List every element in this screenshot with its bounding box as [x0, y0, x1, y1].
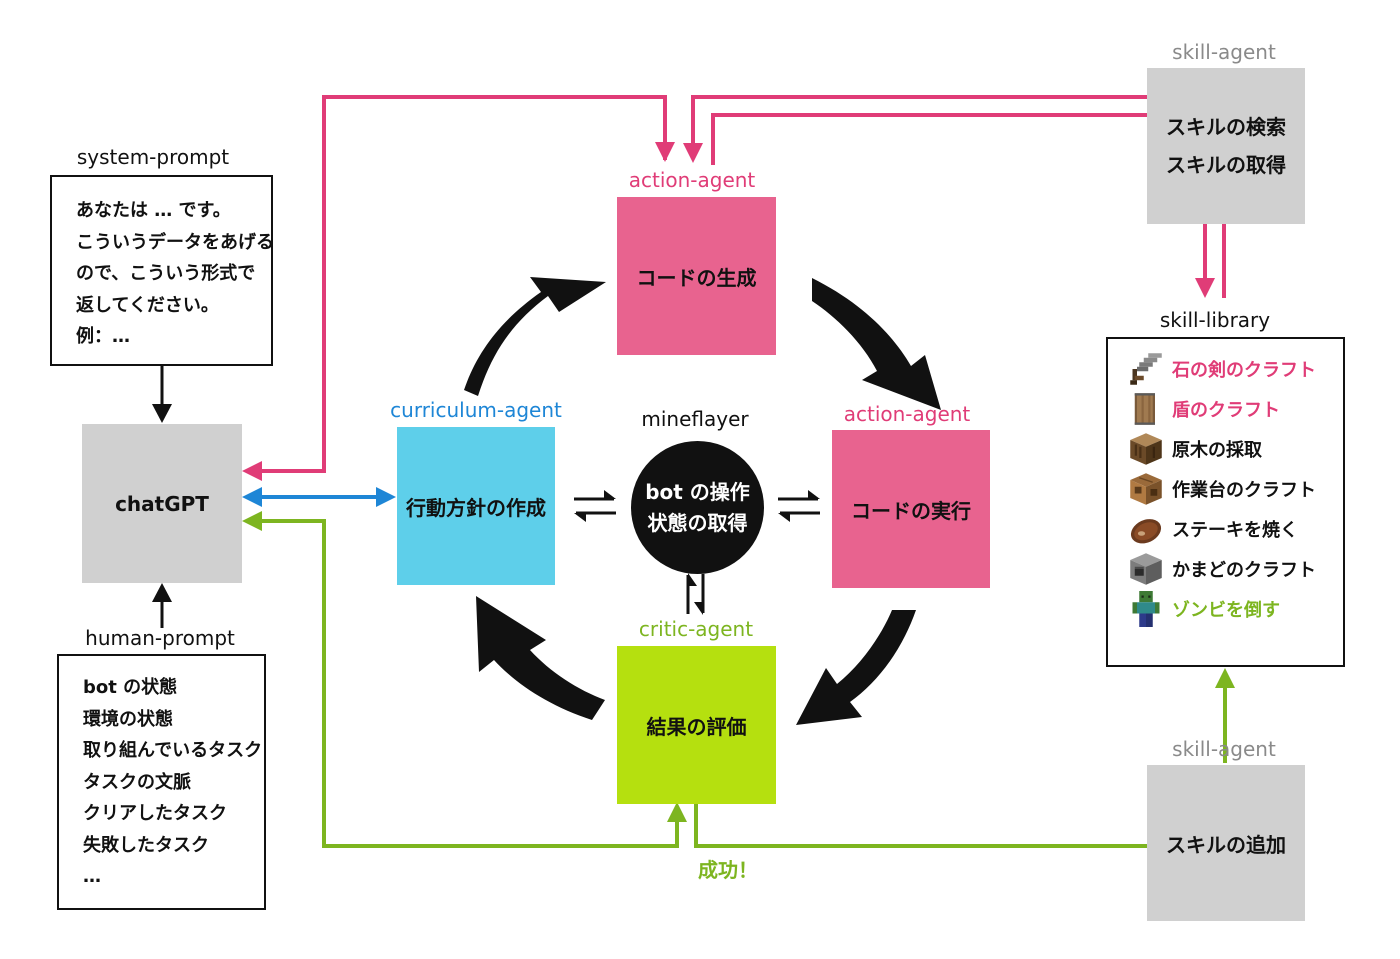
code-execution-text: コードの実行	[851, 498, 971, 523]
arrowhead-into-critic	[667, 802, 687, 822]
curriculum-text: 行動方針の作成	[406, 495, 546, 520]
arrowhead-into-chatgpt-from-human	[152, 583, 172, 602]
cycle-arrow-generate-to-execute	[812, 278, 941, 410]
skill-library-item-label: ステーキを焼く	[1172, 520, 1298, 541]
shield-icon	[1128, 391, 1164, 427]
chatgpt-box: chatGPT	[82, 424, 242, 583]
human-prompt-line: bot の状態	[83, 677, 178, 698]
arrowhead-into-skill-library-green	[1215, 668, 1235, 688]
skill-agent-top-label: skill-agent	[1172, 40, 1276, 64]
skill-library-item: 原木の採取	[1128, 429, 1343, 469]
arrowhead-blue-right	[376, 487, 396, 507]
system-prompt-line: 返してください。	[76, 294, 219, 316]
zombie-icon	[1128, 591, 1164, 627]
system-prompt-box: あなたは … です。 こういうデータをあげる ので、こういう形式で 返してくださ…	[50, 175, 274, 366]
evaluation-box: 結果の評価	[617, 646, 776, 804]
skill-library-item: かまどのクラフト	[1128, 549, 1343, 589]
system-prompt-line: あなたは … です。	[76, 200, 231, 221]
human-prompt-line: クリアしたタスク	[83, 803, 227, 824]
arrowhead-into-chatgpt-green	[242, 511, 262, 531]
pink-connector-chatgpt-action	[254, 95, 667, 473]
skill-agent-bottom-box: スキルの追加	[1147, 765, 1305, 921]
cycle-arrow-curriculum-to-generate	[464, 277, 606, 396]
skill-library-item: 盾のクラフト	[1128, 389, 1343, 429]
pink-connector-skill-to-action	[691, 95, 1147, 158]
skill-agent-top-box: スキルの検索 スキルの取得	[1147, 68, 1305, 224]
generate-agent-label: action-agent	[628, 168, 756, 192]
human-prompt-line: …	[83, 866, 101, 887]
arrowhead-into-chatgpt-from-system	[152, 404, 172, 423]
skill-library-item: 作業台のクラフト	[1128, 469, 1343, 509]
skill-library-item-label: 盾のクラフト	[1172, 400, 1280, 421]
mineflayer-label: mineflayer	[641, 407, 749, 431]
skill-library-item-label: 原木の採取	[1172, 440, 1262, 461]
system-prompt-line: ので、こういう形式で	[76, 263, 256, 284]
skill-agent-bottom-label: skill-agent	[1172, 737, 1276, 761]
chatgpt-label: chatGPT	[115, 491, 209, 516]
arrowhead-into-action-agent-2	[683, 143, 703, 163]
skill-library-item: ステーキを焼く	[1128, 509, 1343, 549]
crafting-table-icon	[1128, 471, 1164, 507]
skill-search-text: スキルの検索	[1166, 115, 1286, 139]
code-execution-box: コードの実行	[832, 430, 990, 588]
human-prompt-line: 環境の状態	[83, 708, 173, 730]
arrowhead-into-skill-library	[1195, 278, 1215, 298]
pink-connector-action-to-skill	[711, 113, 1147, 165]
arrowhead-into-action-agent-1	[655, 142, 675, 162]
system-prompt-line: こういうデータをあげる	[76, 231, 274, 253]
skill-retrieve-text: スキルの取得	[1166, 153, 1286, 177]
system-prompt-line: 例：…	[76, 326, 130, 347]
skill-library-item-label: ゾンビを倒す	[1172, 600, 1280, 621]
mineflayer-line1: bot の操作	[645, 479, 750, 504]
steak-icon	[1128, 511, 1164, 547]
log-icon	[1128, 431, 1164, 467]
execute-agent-label: action-agent	[843, 402, 971, 426]
skill-library-item-label: 作業台のクラフト	[1172, 480, 1316, 501]
green-connector-critic-to-chatgpt	[256, 519, 679, 848]
system-prompt-label: system-prompt	[76, 145, 230, 169]
skill-library-box: 石の剣のクラフト盾のクラフト原木の採取作業台のクラフトステーキを焼くかまどのクラ…	[1106, 337, 1345, 667]
skill-library-item: 石の剣のクラフト	[1128, 349, 1343, 389]
arrowhead-into-chatgpt-pink	[242, 461, 262, 481]
exchange-arrows-curriculum-center	[574, 490, 616, 522]
evaluation-text: 結果の評価	[646, 714, 747, 739]
human-prompt-line: 失敗したタスク	[83, 834, 209, 856]
green-connector-critic-to-skill-agent	[694, 803, 1147, 848]
human-prompt-label: human-prompt	[85, 626, 235, 650]
skill-library-item-label: かまどのクラフト	[1172, 560, 1316, 581]
code-generation-text: コードの生成	[636, 265, 757, 290]
curriculum-box: 行動方針の作成	[397, 427, 555, 585]
exchange-arrows-center-critic	[686, 573, 705, 615]
cycle-arrow-evaluate-to-curriculum	[476, 596, 605, 720]
skill-list: 石の剣のクラフト盾のクラフト原木の採取作業台のクラフトステーキを焼くかまどのクラ…	[1128, 349, 1343, 629]
skill-add-text: スキルの追加	[1166, 832, 1286, 857]
success-label: 成功！	[698, 858, 758, 882]
cycle-arrow-execute-to-evaluate	[796, 610, 916, 725]
skill-library-item-label: 石の剣のクラフト	[1172, 360, 1316, 381]
furnace-icon	[1128, 551, 1164, 587]
human-prompt-box: bot の状態 環境の状態 取り組んでいるタスク タスクの文脈 クリアしたタスク…	[57, 654, 266, 910]
sword-icon	[1128, 351, 1164, 387]
curriculum-agent-label: curriculum-agent	[390, 398, 562, 422]
exchange-arrows-center-execute	[778, 490, 820, 522]
mineflayer-circle: bot の操作 状態の取得	[631, 441, 764, 574]
skill-library-item: ゾンビを倒す	[1128, 589, 1343, 629]
mineflayer-line2: 状態の取得	[647, 510, 748, 535]
skill-library-label: skill-library	[1159, 308, 1271, 332]
human-prompt-line: タスクの文脈	[83, 771, 191, 793]
human-prompt-line: 取り組んでいるタスク	[83, 740, 263, 761]
critic-agent-label: critic-agent	[638, 617, 754, 641]
code-generation-box: コードの生成	[617, 197, 776, 355]
arrowhead-blue-left	[242, 487, 262, 507]
